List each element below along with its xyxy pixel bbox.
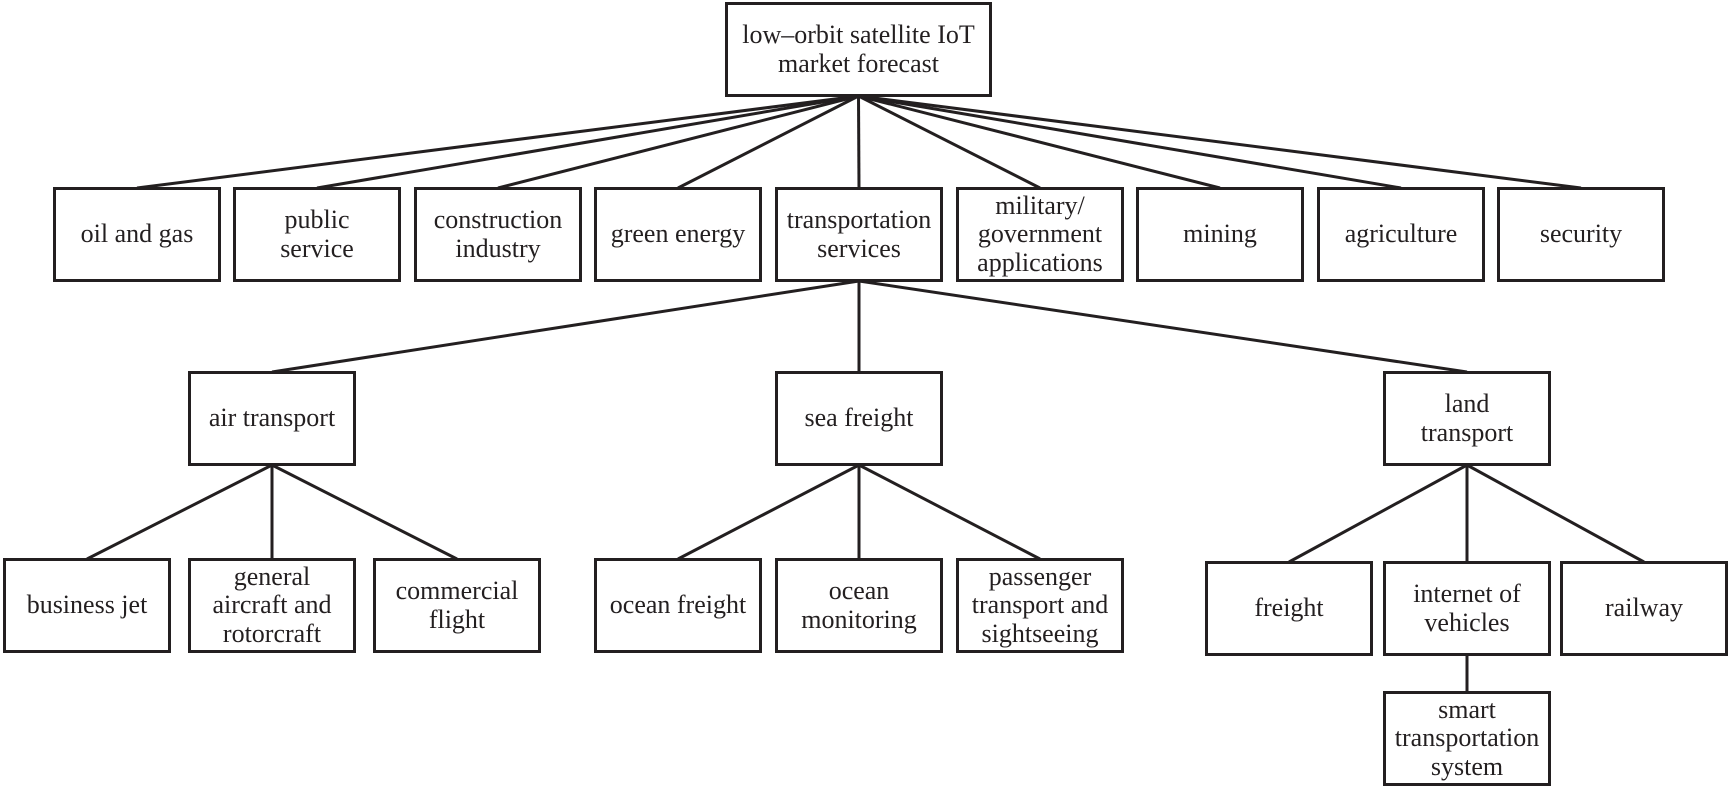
edge-air-to-commercial	[271, 463, 458, 561]
node-passenger-transport-label: passenger transport and sightseeing	[971, 562, 1109, 648]
edge-root-to-transport	[857, 95, 861, 189]
node-business-jet: business jet	[3, 558, 171, 653]
node-military-government-label: military/ government applications	[977, 191, 1103, 277]
node-mining-label: mining	[1183, 219, 1257, 249]
node-mining: mining	[1136, 187, 1304, 282]
edge-root-to-public	[316, 94, 859, 190]
edge-root-to-mining	[858, 94, 1221, 190]
node-military-government: military/ government applications	[956, 187, 1124, 282]
node-public-service: public service	[233, 187, 401, 282]
edge-land-to-rail	[1466, 463, 1645, 564]
node-land-transport: land transport	[1383, 371, 1551, 466]
node-railway: railway	[1560, 561, 1728, 656]
node-commercial-flight-label: commercial flight	[395, 576, 519, 634]
edge-root-to-construction	[497, 94, 859, 190]
node-smart-transportation-system-label: smart transportation system	[1394, 695, 1540, 781]
node-transportation-services-label: transportation services	[786, 205, 932, 263]
node-air-transport-label: air transport	[208, 403, 336, 433]
node-green-energy-label: green energy	[610, 219, 746, 249]
node-general-aircraft: general aircraft and rotorcraft	[188, 558, 356, 653]
node-general-aircraft-label: general aircraft and rotorcraft	[212, 562, 332, 648]
node-root-label: low–orbit satellite IoT market forecast	[742, 20, 975, 78]
node-security: security	[1497, 187, 1665, 282]
edge-air-to-bjet	[86, 463, 273, 561]
node-railway-label: railway	[1605, 593, 1683, 623]
node-land-transport-label: land transport	[1420, 389, 1514, 447]
node-passenger-transport: passenger transport and sightseeing	[956, 558, 1124, 653]
node-sea-freight-label: sea freight	[804, 403, 914, 433]
node-construction-industry: construction industry	[414, 187, 582, 282]
node-ocean-freight: ocean freight	[594, 558, 762, 653]
node-public-service-label: public service	[280, 205, 354, 263]
node-transportation-services: transportation services	[775, 187, 943, 282]
node-security-label: security	[1539, 219, 1623, 249]
edge-root-to-green	[677, 94, 860, 190]
node-ocean-freight-label: ocean freight	[609, 590, 747, 620]
node-agriculture: agriculture	[1317, 187, 1485, 282]
node-freight-label: freight	[1254, 593, 1324, 623]
edge-sea-to-ofreight	[677, 463, 860, 561]
node-agriculture-label: agriculture	[1344, 219, 1458, 249]
node-construction-industry-label: construction industry	[433, 205, 563, 263]
edge-transport-to-air	[271, 279, 860, 374]
node-ocean-monitoring-label: ocean monitoring	[801, 576, 917, 634]
edge-root-to-security	[858, 94, 1582, 190]
edge-root-to-oil	[136, 94, 859, 190]
node-air-transport: air transport	[188, 371, 356, 466]
node-sea-freight: sea freight	[775, 371, 943, 466]
edge-land-to-freight	[1288, 463, 1468, 564]
node-smart-transportation-system: smart transportation system	[1383, 691, 1551, 786]
node-commercial-flight: commercial flight	[373, 558, 541, 653]
edge-root-to-military	[857, 94, 1041, 190]
node-business-jet-label: business jet	[26, 590, 148, 620]
edge-transport-to-land	[858, 279, 1468, 374]
node-green-energy: green energy	[594, 187, 762, 282]
node-oil-and-gas-label: oil and gas	[80, 219, 194, 249]
node-freight: freight	[1205, 561, 1373, 656]
node-root-market-forecast: low–orbit satellite IoT market forecast	[725, 2, 992, 97]
node-oil-and-gas: oil and gas	[53, 187, 221, 282]
node-ocean-monitoring: ocean monitoring	[775, 558, 943, 653]
node-internet-of-vehicles: internet of vehicles	[1383, 561, 1551, 656]
edge-sea-to-pass	[858, 463, 1041, 561]
edge-root-to-agri	[858, 94, 1402, 190]
node-internet-of-vehicles-label: internet of vehicles	[1413, 579, 1521, 637]
